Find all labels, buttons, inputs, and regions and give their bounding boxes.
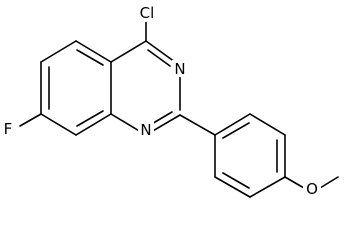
bond-c4p-o <box>284 176 305 189</box>
atom-n1: N <box>138 121 154 139</box>
bond-c4a-c5 <box>75 40 112 63</box>
bond-c1p-c2p <box>214 113 251 136</box>
bond-c5p-c6p <box>214 176 251 198</box>
bond-c4-c4a <box>110 40 147 63</box>
bond-c7-c8 <box>40 113 77 136</box>
chlorine-label: Cl <box>140 4 155 22</box>
atom-f: F <box>1 119 17 138</box>
bond-n1-c8a <box>110 113 142 133</box>
atom-labels: Cl N N F O <box>1 3 321 198</box>
fluorine-label: F <box>4 120 13 138</box>
bond-c4p-c5p <box>249 176 286 198</box>
bond-c1p-c2p-inner <box>222 122 250 139</box>
bond-c8-c8a <box>75 113 112 136</box>
bond-c7-f <box>19 113 42 127</box>
structure-diagram: Cl N N F O <box>1 3 339 198</box>
bond-c8-c8a-inner <box>76 110 104 127</box>
bonds <box>19 21 339 198</box>
nitrogen-n1-label: N <box>140 121 151 139</box>
atom-o: O <box>303 180 321 198</box>
bond-c5-c6 <box>40 40 77 63</box>
atom-cl: Cl <box>136 3 158 22</box>
bond-o-ch3 <box>319 176 339 189</box>
bond-c2-c1p <box>179 114 216 136</box>
bond-c4-n3 <box>145 40 176 63</box>
nitrogen-n3-label: N <box>174 60 185 78</box>
bond-c4a-c5-inner <box>76 49 104 66</box>
bond-c4-n3-inner <box>147 49 171 67</box>
oxygen-label: O <box>306 180 318 198</box>
bond-c2p-c3p <box>249 113 286 136</box>
bond-c5p-c6p-inner <box>222 172 250 189</box>
atom-n3: N <box>172 60 188 78</box>
bond-c2-n1 <box>150 114 181 133</box>
